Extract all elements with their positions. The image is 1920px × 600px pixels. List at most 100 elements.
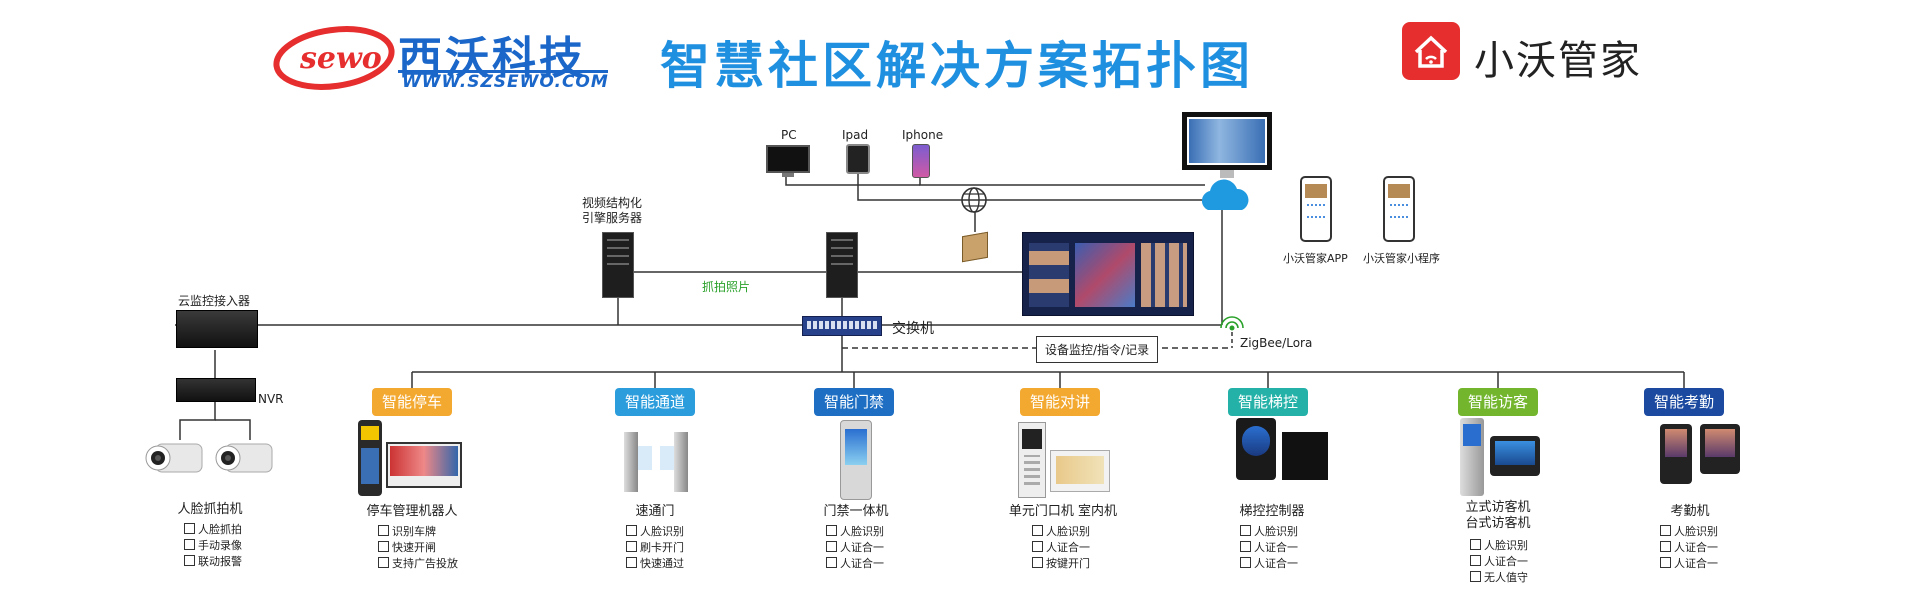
visitor-features: 人脸识别 人证合一 无人值守 bbox=[1470, 538, 1528, 586]
intercom-device: 单元门口机 室内机 bbox=[1008, 504, 1118, 519]
feature-item: 人脸识别 bbox=[626, 524, 684, 540]
checkbox-icon bbox=[826, 525, 837, 536]
feature-item: 人证合一 bbox=[1660, 556, 1718, 572]
switch-icon bbox=[802, 316, 882, 336]
wireless-icon bbox=[1218, 314, 1246, 334]
checkbox-icon bbox=[826, 541, 837, 552]
feature-item: 手动录像 bbox=[184, 538, 242, 554]
brand-underline bbox=[398, 70, 608, 73]
storage-server-icon bbox=[826, 232, 858, 298]
house-icon bbox=[1402, 22, 1460, 80]
parking-features: 识别车牌 快速开闸 支持广告投放 bbox=[378, 524, 458, 572]
nvr-device bbox=[176, 378, 256, 402]
sewo-logo-icon: sewo bbox=[273, 26, 395, 90]
butler-brand: 小沃管家 bbox=[1474, 38, 1642, 84]
checkbox-icon bbox=[1660, 541, 1671, 552]
feature-item: 刷卡开门 bbox=[626, 540, 684, 556]
elevator-device: 梯控控制器 bbox=[1239, 504, 1305, 519]
face-dashboard-screen bbox=[1022, 232, 1194, 316]
category-parking: 智能停车 bbox=[372, 388, 453, 416]
parking-robot-icon bbox=[356, 420, 464, 496]
checkbox-icon bbox=[1240, 525, 1251, 536]
checkbox-icon bbox=[378, 541, 389, 552]
elevator-features: 人脸识别 人证合一 人证合一 bbox=[1240, 524, 1298, 572]
pc-icon bbox=[766, 145, 810, 173]
category-attendance: 智能考勤 bbox=[1644, 388, 1725, 416]
iphone-label: Iphone bbox=[902, 128, 944, 142]
checkbox-icon bbox=[1240, 541, 1251, 552]
mini-phone-icon bbox=[1383, 176, 1415, 242]
ipad-icon bbox=[846, 144, 870, 174]
page-title: 智慧社区解决方案拓扑图 bbox=[660, 37, 1254, 95]
category-passage: 智能通道 bbox=[615, 388, 696, 416]
nvr-label: NVR bbox=[258, 392, 284, 406]
checkbox-icon bbox=[1470, 571, 1481, 582]
category-intercom: 智能对讲 bbox=[1020, 388, 1101, 416]
ipad-label: Ipad bbox=[842, 128, 869, 142]
face-camera-features: 人脸抓拍 手动录像 联动报警 bbox=[184, 522, 242, 570]
feature-item: 人证合一 bbox=[826, 540, 884, 556]
intercom-features: 人脸识别 人证合一 按键开门 bbox=[1032, 524, 1090, 572]
access-terminal-icon bbox=[840, 420, 872, 500]
category-elevator: 智能梯控 bbox=[1228, 388, 1309, 416]
face-camera-icon bbox=[212, 440, 274, 478]
checkbox-icon bbox=[1032, 541, 1043, 552]
feature-item: 按键开门 bbox=[1032, 556, 1090, 572]
checkbox-icon bbox=[626, 557, 637, 568]
checkbox-icon bbox=[184, 539, 195, 550]
monitor-stand bbox=[1220, 170, 1234, 178]
globe-icon bbox=[960, 186, 988, 214]
feature-item: 无人值守 bbox=[1470, 570, 1528, 586]
zigbee-label: ZigBee/Lora bbox=[1240, 336, 1313, 350]
checkbox-icon bbox=[184, 523, 195, 534]
cloud-access-label: 云监控接入器 bbox=[178, 294, 251, 308]
checkbox-icon bbox=[1240, 557, 1251, 568]
attendance-device: 考勤机 bbox=[1670, 504, 1710, 519]
iphone-icon bbox=[912, 144, 930, 178]
attendance-terminal-icon bbox=[1660, 424, 1692, 484]
checkbox-icon bbox=[378, 557, 389, 568]
feature-item: 人证合一 bbox=[1470, 554, 1528, 570]
brand-name: 西沃科技 bbox=[398, 33, 586, 84]
attendance-terminal-icon bbox=[1700, 424, 1740, 474]
feature-item: 人脸识别 bbox=[1660, 524, 1718, 540]
app-phone-icon bbox=[1300, 176, 1332, 242]
device-monitor-box: 设备监控/指令/记录 bbox=[1036, 336, 1159, 363]
checkbox-icon bbox=[626, 541, 637, 552]
feature-item: 人脸识别 bbox=[1470, 538, 1528, 554]
feature-item: 联动报警 bbox=[184, 554, 242, 570]
logo-text: sewo bbox=[299, 41, 382, 76]
desktop-visitor-kiosk-icon bbox=[1490, 436, 1540, 476]
checkbox-icon bbox=[626, 525, 637, 536]
category-visitor: 智能访客 bbox=[1458, 388, 1539, 416]
feature-item: 人证合一 bbox=[826, 556, 884, 572]
checkbox-icon bbox=[378, 525, 389, 536]
elevator-controller-icon bbox=[1282, 432, 1328, 480]
app-label: 小沃管家APP bbox=[1283, 252, 1348, 265]
feature-item: 人脸抓拍 bbox=[184, 522, 242, 538]
feature-item: 人脸识别 bbox=[826, 524, 884, 540]
feature-item: 快速开闸 bbox=[378, 540, 458, 556]
face-camera-icon bbox=[142, 440, 204, 478]
feature-item: 识别车牌 bbox=[378, 524, 458, 540]
category-access: 智能门禁 bbox=[814, 388, 895, 416]
passage-device: 速通门 bbox=[635, 504, 675, 519]
checkbox-icon bbox=[1470, 555, 1481, 566]
access-device: 门禁一体机 bbox=[823, 504, 889, 519]
feature-item: 人脸识别 bbox=[1032, 524, 1090, 540]
visitor-device: 立式访客机 台式访客机 bbox=[1465, 500, 1531, 531]
cloud-access-device bbox=[176, 310, 258, 348]
access-features: 人脸识别 人证合一 人证合一 bbox=[826, 524, 884, 572]
checkbox-icon bbox=[1032, 525, 1043, 536]
pc-stand bbox=[782, 173, 794, 177]
speed-gate-icon bbox=[620, 424, 694, 494]
checkbox-icon bbox=[1470, 539, 1481, 550]
switch-label: 交换机 bbox=[892, 321, 934, 337]
platform-server-icon bbox=[962, 231, 988, 263]
feature-item: 人证合一 bbox=[1032, 540, 1090, 556]
face-camera-title: 人脸抓拍机 bbox=[177, 502, 243, 517]
engine-server-icon bbox=[602, 232, 634, 298]
checkbox-icon bbox=[184, 555, 195, 566]
feature-item: 支持广告投放 bbox=[378, 556, 458, 572]
engine-label: 视频结构化 引擎服务器 bbox=[582, 196, 643, 225]
